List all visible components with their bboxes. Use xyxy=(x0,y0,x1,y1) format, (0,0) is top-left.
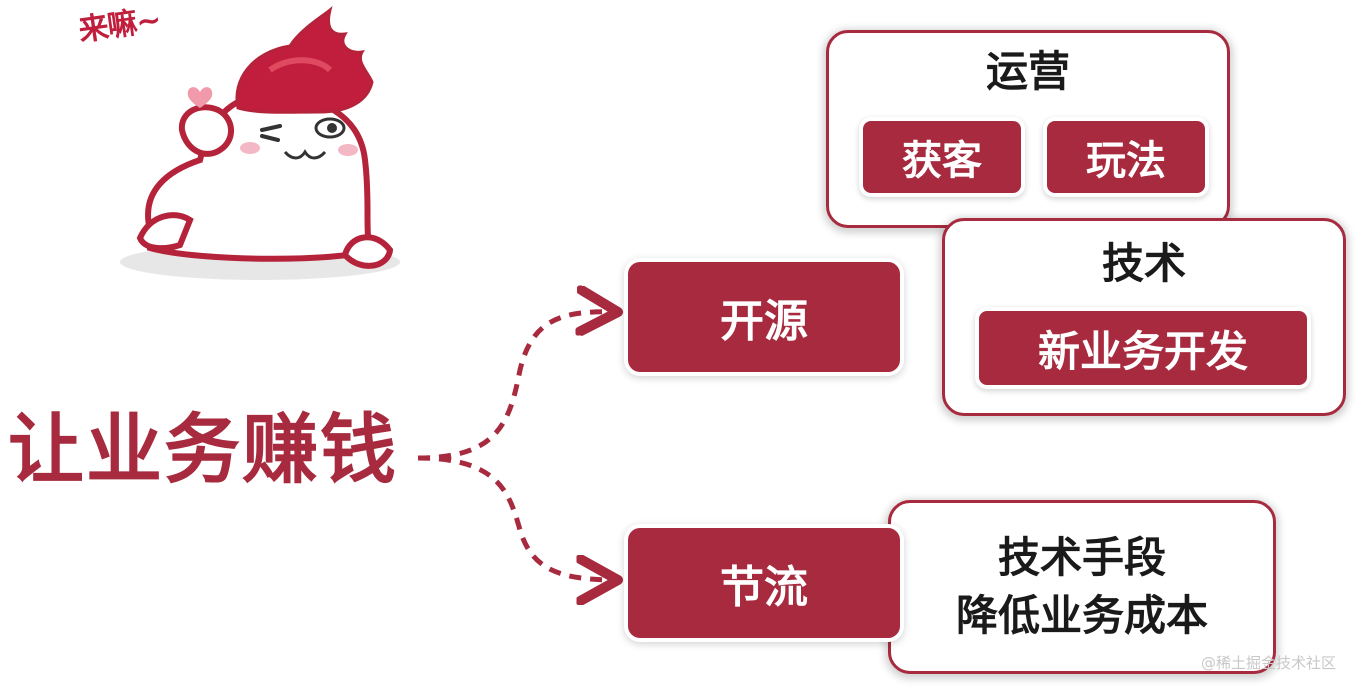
chip-customer-acquisition: 获客 xyxy=(863,121,1021,193)
operations-box: 运营 获客 玩法 xyxy=(826,30,1230,228)
technology-box: 技术 新业务开发 xyxy=(942,218,1346,416)
cost-reduction-box: 技术手段 降低业务成本 xyxy=(888,500,1276,674)
cost-reduction-text: 技术手段 降低业务成本 xyxy=(891,529,1273,645)
main-title: 让业务赚钱 xyxy=(8,405,398,494)
watermark: @稀土掘金技术社区 xyxy=(1200,654,1336,672)
arrow-to-jieliu xyxy=(417,455,618,580)
chip-gameplay: 玩法 xyxy=(1047,121,1205,193)
mascot-illustration xyxy=(120,6,400,280)
technology-title: 技术 xyxy=(1101,239,1186,288)
cost-reduction-line-2: 降低业务成本 xyxy=(955,591,1208,640)
operations-title: 运营 xyxy=(985,47,1070,96)
chip-new-business-development: 新业务开发 xyxy=(979,311,1307,385)
cost-reduction-line-1: 技术手段 xyxy=(997,533,1166,582)
node-throttle: 节流 xyxy=(628,528,900,638)
arrow-to-kaiyuan xyxy=(417,312,618,461)
heart-icon xyxy=(187,87,213,108)
node-open-source: 开源 xyxy=(628,262,900,372)
